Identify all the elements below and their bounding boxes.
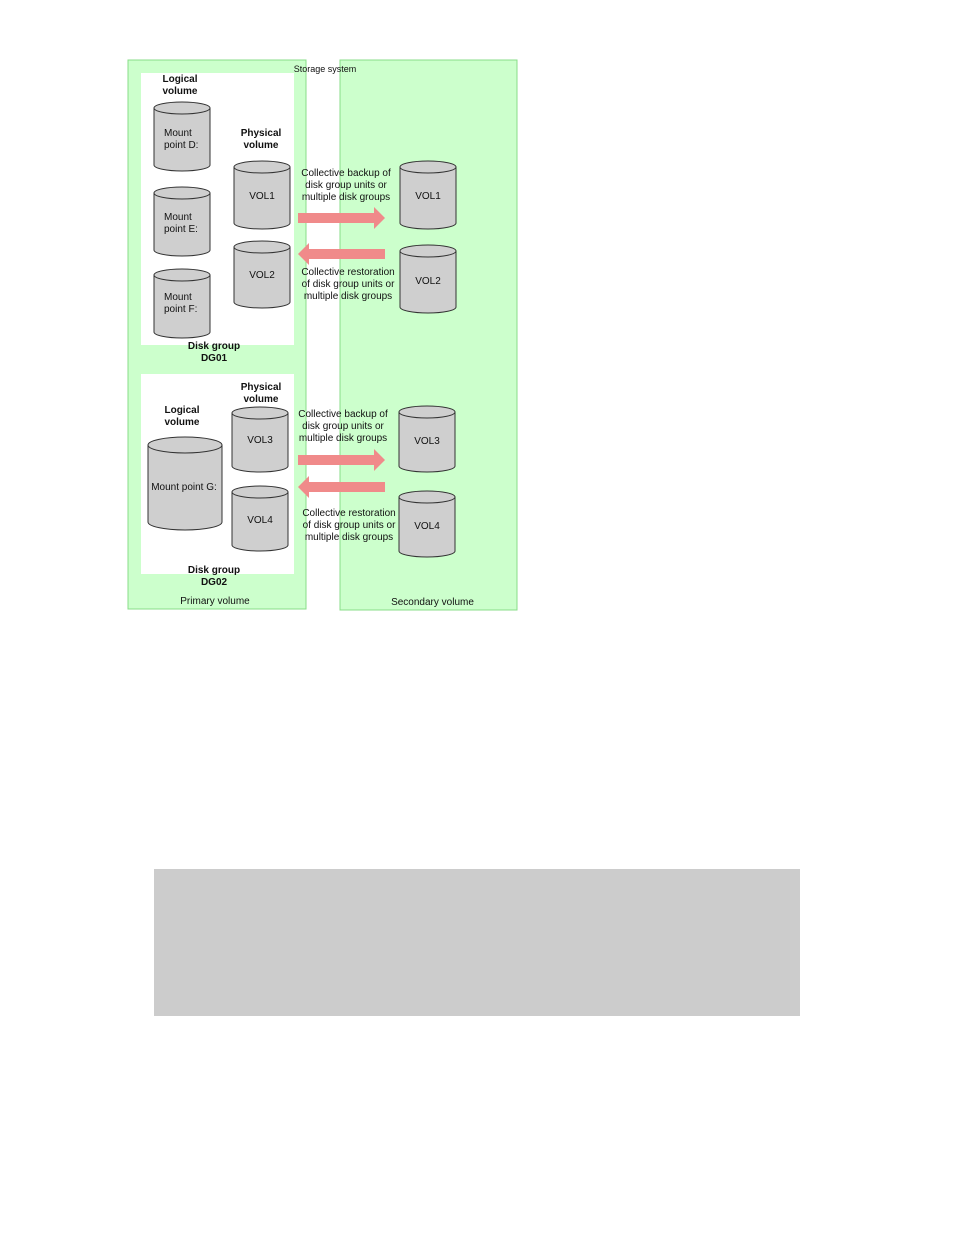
dg01-logical-header: Logical volume — [162, 74, 198, 97]
storage-system-label: Storage system — [293, 64, 357, 74]
cylinder-vol3-secondary — [398, 405, 456, 473]
cylinder-vol2-primary — [233, 240, 291, 309]
vol1-primary-label: VOL1 — [249, 191, 275, 202]
cylinder-mount-point-d — [153, 101, 211, 172]
backup-arrow-dg02 — [298, 449, 385, 471]
gray-placeholder-box — [154, 869, 800, 1016]
mount-point-d-label: Mount point D: — [164, 128, 199, 151]
dg02-group-label: Disk group DG02 — [187, 565, 241, 588]
cylinder-vol1-primary — [233, 160, 291, 230]
vol4-primary-label: VOL4 — [247, 515, 273, 526]
vol1-secondary-label: VOL1 — [415, 191, 441, 202]
mount-point-g-label: Mount point G: — [151, 482, 217, 493]
vol4-secondary-label: VOL4 — [414, 521, 440, 532]
dg02-backup-text: Collective backup of disk group units or… — [298, 409, 388, 444]
cylinder-vol4-primary — [231, 485, 289, 552]
vol2-primary-label: VOL2 — [249, 270, 275, 281]
dg01-group-label: Disk group DG01 — [187, 341, 241, 364]
cylinder-mount-point-f — [153, 268, 211, 339]
restore-arrow-dg01 — [298, 243, 385, 265]
vol3-primary-label: VOL3 — [247, 435, 273, 446]
cylinder-vol1-secondary — [399, 160, 457, 230]
dg02-logical-header: Logical volume — [164, 405, 200, 428]
vol3-secondary-label: VOL3 — [414, 436, 440, 447]
cylinder-mount-point-g — [147, 436, 223, 531]
dg01-restore-text: Collective restoration of disk group uni… — [301, 267, 395, 302]
cylinder-vol4-secondary — [398, 490, 456, 558]
secondary-volume-label: Secondary volume — [391, 597, 474, 608]
vol2-secondary-label: VOL2 — [415, 276, 441, 287]
cylinder-vol2-secondary — [399, 244, 457, 314]
mount-point-f-label: Mount point F: — [164, 292, 198, 315]
dg02-physical-header: Physical volume — [240, 382, 282, 405]
dg02-restore-text: Collective restoration of disk group uni… — [302, 508, 396, 543]
mount-point-e-label: Mount point E: — [164, 212, 198, 235]
primary-volume-label: Primary volume — [180, 596, 250, 607]
cylinder-mount-point-e — [153, 186, 211, 257]
dg01-backup-text: Collective backup of disk group units or… — [301, 168, 391, 203]
restore-arrow-dg02 — [298, 476, 385, 498]
cylinder-vol3-primary — [231, 406, 289, 473]
dg01-physical-header: Physical volume — [240, 128, 282, 151]
backup-arrow-dg01 — [298, 207, 385, 229]
